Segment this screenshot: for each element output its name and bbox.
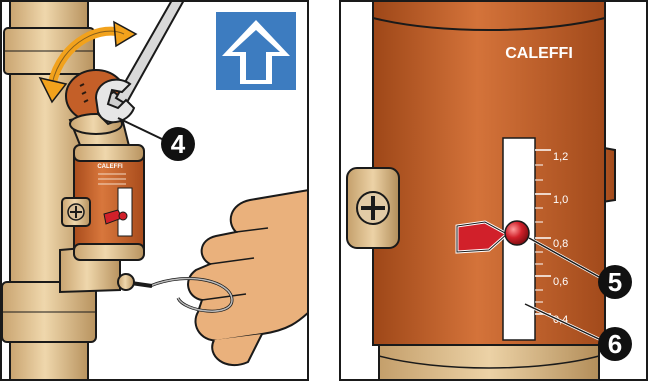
scale-tick-label: 0,6: [553, 276, 568, 288]
flow-reading-illustration: CALEFFI 1,2: [339, 0, 648, 381]
device-brand-label: CALEFFI: [97, 164, 123, 170]
step-panel-adjust: CALEFFI: [0, 0, 309, 381]
step-panel-read-flow: CALEFFI 1,2: [339, 0, 648, 381]
test-valve: [118, 274, 134, 290]
svg-text:5: 5: [608, 267, 622, 297]
svg-text:6: 6: [608, 329, 622, 359]
brand-label: CALEFFI: [505, 45, 573, 62]
adjust-illustration: CALEFFI: [0, 0, 309, 381]
svg-text:4: 4: [171, 129, 186, 159]
scale-tick-label: 1,0: [553, 194, 568, 206]
float-ball: [505, 221, 529, 245]
scale-tick-label: 0,8: [553, 238, 568, 250]
scale-tick-label: 1,2: [553, 151, 568, 163]
